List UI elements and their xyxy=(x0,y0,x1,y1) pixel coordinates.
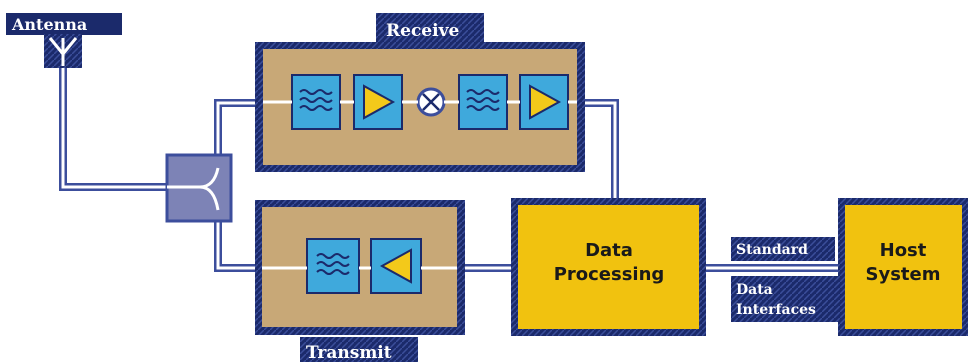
transmit-label-bg xyxy=(300,337,418,362)
duplexer-icon xyxy=(165,153,233,223)
host-system-block: Host System xyxy=(838,198,968,336)
data-processing-label-1: Data xyxy=(585,240,633,261)
receive-filter-1 xyxy=(291,74,341,130)
transmit-chain xyxy=(255,200,465,335)
amplifier-icon xyxy=(363,84,396,120)
host-label-2: System xyxy=(866,264,941,285)
receive-amplifier-2 xyxy=(519,74,569,130)
interface-label-bg-1 xyxy=(731,237,835,261)
receive-chain xyxy=(255,42,585,172)
receive-label: Receive xyxy=(386,21,459,41)
interface-label-standard: Standard xyxy=(736,242,808,258)
interface-label-bg-2 xyxy=(731,276,841,322)
amplifier-icon xyxy=(379,248,412,284)
transmit-amplifier xyxy=(370,238,422,294)
antenna-label: Antenna xyxy=(11,15,87,34)
transmit-filter xyxy=(306,238,360,294)
amplifier-icon xyxy=(529,84,562,120)
receive-amplifier-1 xyxy=(353,74,403,130)
transmit-label: Transmit xyxy=(306,343,392,362)
interface-label-data: Data xyxy=(736,282,773,298)
data-processing-label-2: Processing xyxy=(554,264,665,285)
interface-label-interfaces: Interfaces xyxy=(736,302,816,318)
antenna-label-bg xyxy=(6,13,122,35)
data-processing-block: Data Processing xyxy=(511,198,706,336)
receive-label-bg xyxy=(376,13,484,43)
mixer-icon xyxy=(416,87,446,117)
antenna-icon xyxy=(44,34,82,68)
receive-filter-2 xyxy=(458,74,508,130)
host-label-1: Host xyxy=(880,240,927,261)
